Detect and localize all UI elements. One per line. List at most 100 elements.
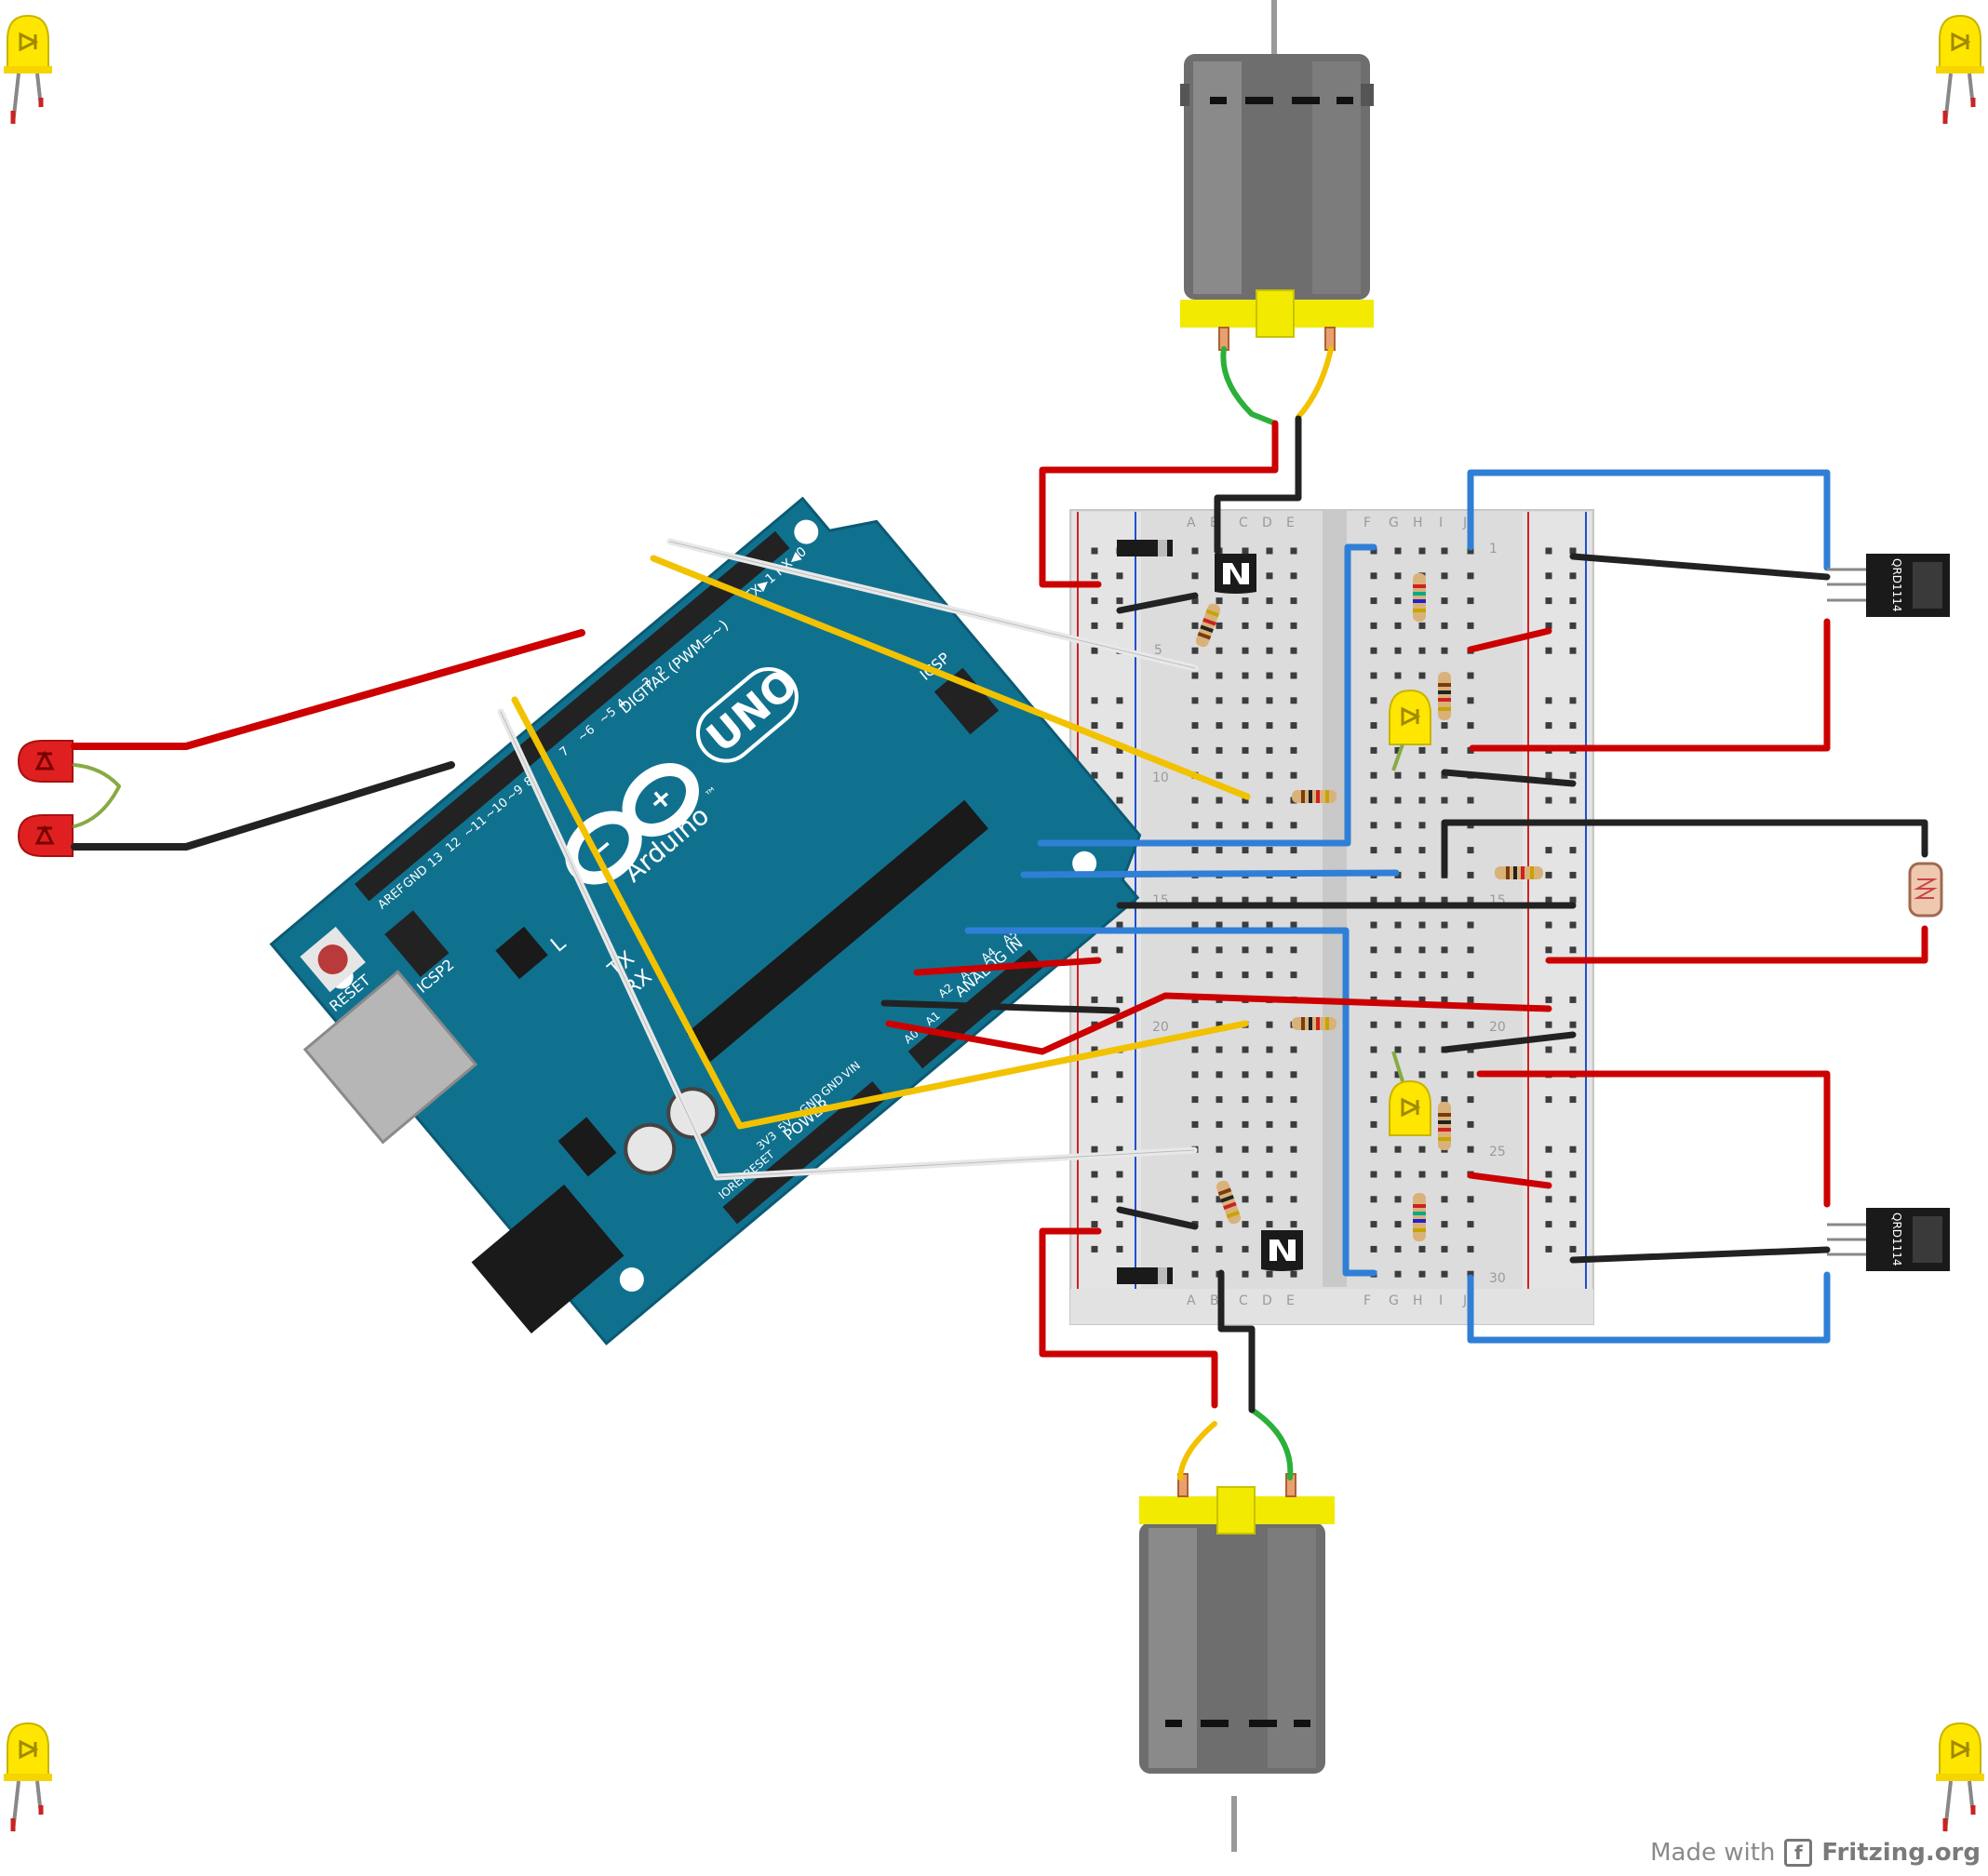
breadboard-hole (1191, 572, 1199, 580)
diode-bottom (1117, 1267, 1173, 1284)
breadboard-hole (1467, 972, 1474, 979)
breadboard-hole (1116, 1196, 1123, 1203)
breadboard-hole (1290, 647, 1297, 654)
breadboard-hole (1191, 622, 1199, 629)
breadboard-hole (1370, 597, 1377, 605)
breadboard-hole (1290, 622, 1297, 629)
breadboard-hole (1418, 946, 1426, 954)
fritzing-link[interactable]: Fritzing.org (1821, 1839, 1981, 1867)
breadboard-hole (1290, 1046, 1297, 1053)
breadboard-hole (1545, 847, 1552, 854)
breadboard-hole (1467, 1245, 1474, 1253)
breadboard-hole (1370, 547, 1377, 555)
breadboard-hole (1242, 746, 1249, 754)
breadboard-hole (1370, 847, 1377, 854)
breadboard-hole (1418, 647, 1426, 654)
row-label-20-left: 20 (1152, 1020, 1169, 1035)
breadboard-hole (1370, 822, 1377, 829)
breadboard-hole (1242, 1196, 1249, 1203)
breadboard-hole (1091, 697, 1098, 704)
breadboard-hole (1242, 1146, 1249, 1153)
dc-motor-top (1180, 0, 1374, 351)
breadboard-hole (1370, 746, 1377, 754)
breadboard-hole (1441, 746, 1448, 754)
breadboard-hole (1266, 972, 1273, 979)
breadboard-hole (1467, 797, 1474, 804)
breadboard-hole (1441, 921, 1448, 929)
transistor-top (1215, 554, 1256, 594)
breadboard-hole (1569, 1221, 1577, 1228)
breadboard-hole (1216, 972, 1223, 979)
breadboard-hole (1545, 797, 1552, 804)
breadboard-hole (1441, 1221, 1448, 1228)
breadboard-hole (1418, 771, 1426, 779)
breadboard-hole (1191, 1096, 1199, 1104)
breadboard-hole (1242, 847, 1249, 854)
breadboard-hole (1545, 722, 1552, 730)
breadboard-hole (1116, 722, 1123, 730)
breadboard-hole (1418, 847, 1426, 854)
breadboard-hole (1191, 822, 1199, 829)
breadboard-hole (1545, 1096, 1552, 1104)
breadboard-hole (1242, 822, 1249, 829)
breadboard-hole (1394, 1270, 1402, 1278)
breadboard-hole (1545, 996, 1552, 1003)
breadboard-hole (1266, 622, 1273, 629)
breadboard-hole (1191, 847, 1199, 854)
breadboard-hole (1394, 647, 1402, 654)
breadboard-hole (1242, 797, 1249, 804)
breadboard-hole (1290, 672, 1297, 679)
breadboard-hole (1569, 722, 1577, 730)
breadboard-hole (1418, 1146, 1426, 1153)
breadboard-hole (1116, 1096, 1123, 1104)
breadboard-hole (1191, 797, 1199, 804)
breadboard-hole (1441, 1071, 1448, 1079)
breadboard-hole (1191, 597, 1199, 605)
qrd1114-sensor-bottom: QRD1114 (1827, 1208, 1950, 1271)
breadboard-hole (1091, 771, 1098, 779)
breadboard-hole (1242, 946, 1249, 954)
breadboard-hole (1394, 1196, 1402, 1203)
breadboard-hole (1216, 1021, 1223, 1028)
breadboard-hole (1290, 847, 1297, 854)
breadboard-hole (1242, 622, 1249, 629)
breadboard-hole (1394, 1245, 1402, 1253)
breadboard-hole (1394, 1046, 1402, 1053)
breadboard-hole (1370, 1146, 1377, 1153)
breadboard-hole (1191, 1196, 1199, 1203)
breadboard-hole (1394, 822, 1402, 829)
breadboard-hole (1216, 946, 1223, 954)
breadboard-hole (1545, 1146, 1552, 1153)
breadboard-hole (1370, 622, 1377, 629)
breadboard-hole (1370, 1021, 1377, 1028)
breadboard-hole (1191, 1245, 1199, 1253)
breadboard-hole (1441, 1021, 1448, 1028)
diode-top (1117, 540, 1173, 556)
breadboard-hole (1370, 1171, 1377, 1178)
breadboard-hole (1266, 1146, 1273, 1153)
breadboard-hole (1290, 1270, 1297, 1278)
breadboard-hole (1216, 822, 1223, 829)
breadboard-hole (1216, 1096, 1223, 1104)
breadboard-hole (1418, 896, 1426, 904)
breadboard-hole (1266, 896, 1273, 904)
breadboard-hole (1116, 921, 1123, 929)
breadboard-hole (1441, 1171, 1448, 1178)
breadboard-hole (1216, 847, 1223, 854)
breadboard-hole (1418, 1171, 1426, 1178)
breadboard-hole (1290, 1221, 1297, 1228)
breadboard-hole (1418, 547, 1426, 555)
breadboard-hole (1467, 597, 1474, 605)
breadboard-hole (1116, 597, 1123, 605)
breadboard-hole (1242, 1221, 1249, 1228)
breadboard-hole (1290, 1120, 1297, 1128)
breadboard-hole (1290, 572, 1297, 580)
breadboard-hole (1242, 896, 1249, 904)
breadboard-hole (1091, 547, 1098, 555)
breadboard-hole (1370, 1046, 1377, 1053)
breadboard-hole (1545, 622, 1552, 629)
breadboard-hole (1467, 1120, 1474, 1128)
breadboard-hole (1467, 921, 1474, 929)
breadboard-hole (1545, 1245, 1552, 1253)
breadboard-hole (1569, 1196, 1577, 1203)
